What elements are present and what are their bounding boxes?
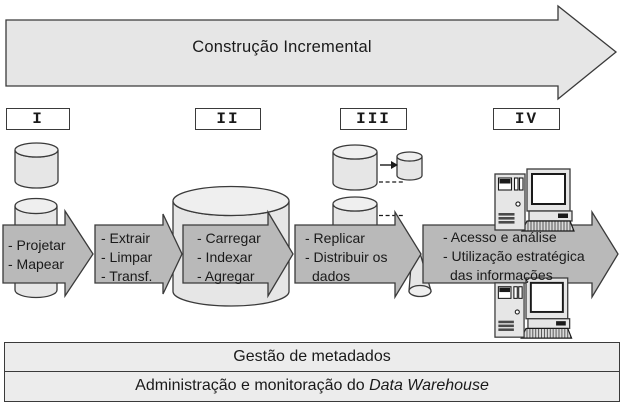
label-line: - Mapear [8,256,65,272]
database-icon [396,151,423,181]
arrow-label-acesso: - Acesso e análise - Utilização estratég… [443,228,585,285]
bar-text-italic: Data Warehouse [369,377,489,394]
label-line: - Acesso e análise [443,229,557,245]
flow-arrow-icon [294,209,422,300]
phase-box-4: IV [493,108,560,130]
arrow-label-extrair: - Extrair - Limpar - Transf. [101,229,152,286]
bar-text-regular: Administração e monitoração do [135,377,370,394]
phase-box-3: III [340,108,407,130]
bar-text: Gestão de metadados [233,348,391,365]
label-line: - Replicar [305,230,365,246]
workstation-icon [494,277,573,340]
database-icon [14,142,59,189]
bar-text: Administração e monitoração do Data Ware… [135,377,489,395]
label-line: - Limpar [101,249,153,265]
label-line: - Carregar [197,230,261,246]
label-line: - Projetar [8,237,66,253]
arrow-label-replicar: - Replicar - Distribuir os dados [305,229,387,286]
phase-box-2: II [195,108,261,130]
diagram-title: Construção Incremental [192,38,372,56]
database-icon [332,144,378,191]
label-line: - Indexar [197,249,253,265]
label-line: - Agregar [197,268,255,284]
label-line: - Utilização estratégica [443,248,585,264]
flow-arrow-icon [422,209,619,300]
workstation-icon [494,168,575,232]
label-line: das informações [450,267,553,283]
label-line: - Distribuir os [305,249,388,265]
administration-monitoring-bar: Administração e monitoração do Data Ware… [4,370,620,402]
incremental-construction-arrow [5,4,618,101]
phase-box-1: I [6,108,70,130]
flow-arrow-icon [182,209,294,299]
replication-arrow-icon [380,161,398,169]
arrow-label-carregar: - Carregar - Indexar - Agregar [197,229,261,286]
metadata-management-bar: Gestão de metadados [4,342,620,372]
label-line: - Extrair [101,230,150,246]
arrow-label-projetar: - Projetar - Mapear [8,236,66,274]
label-line: - Transf. [101,268,153,284]
flow-arrow-icon [2,208,94,299]
flow-arrow-icon [94,213,183,295]
label-line: dados [312,268,351,284]
